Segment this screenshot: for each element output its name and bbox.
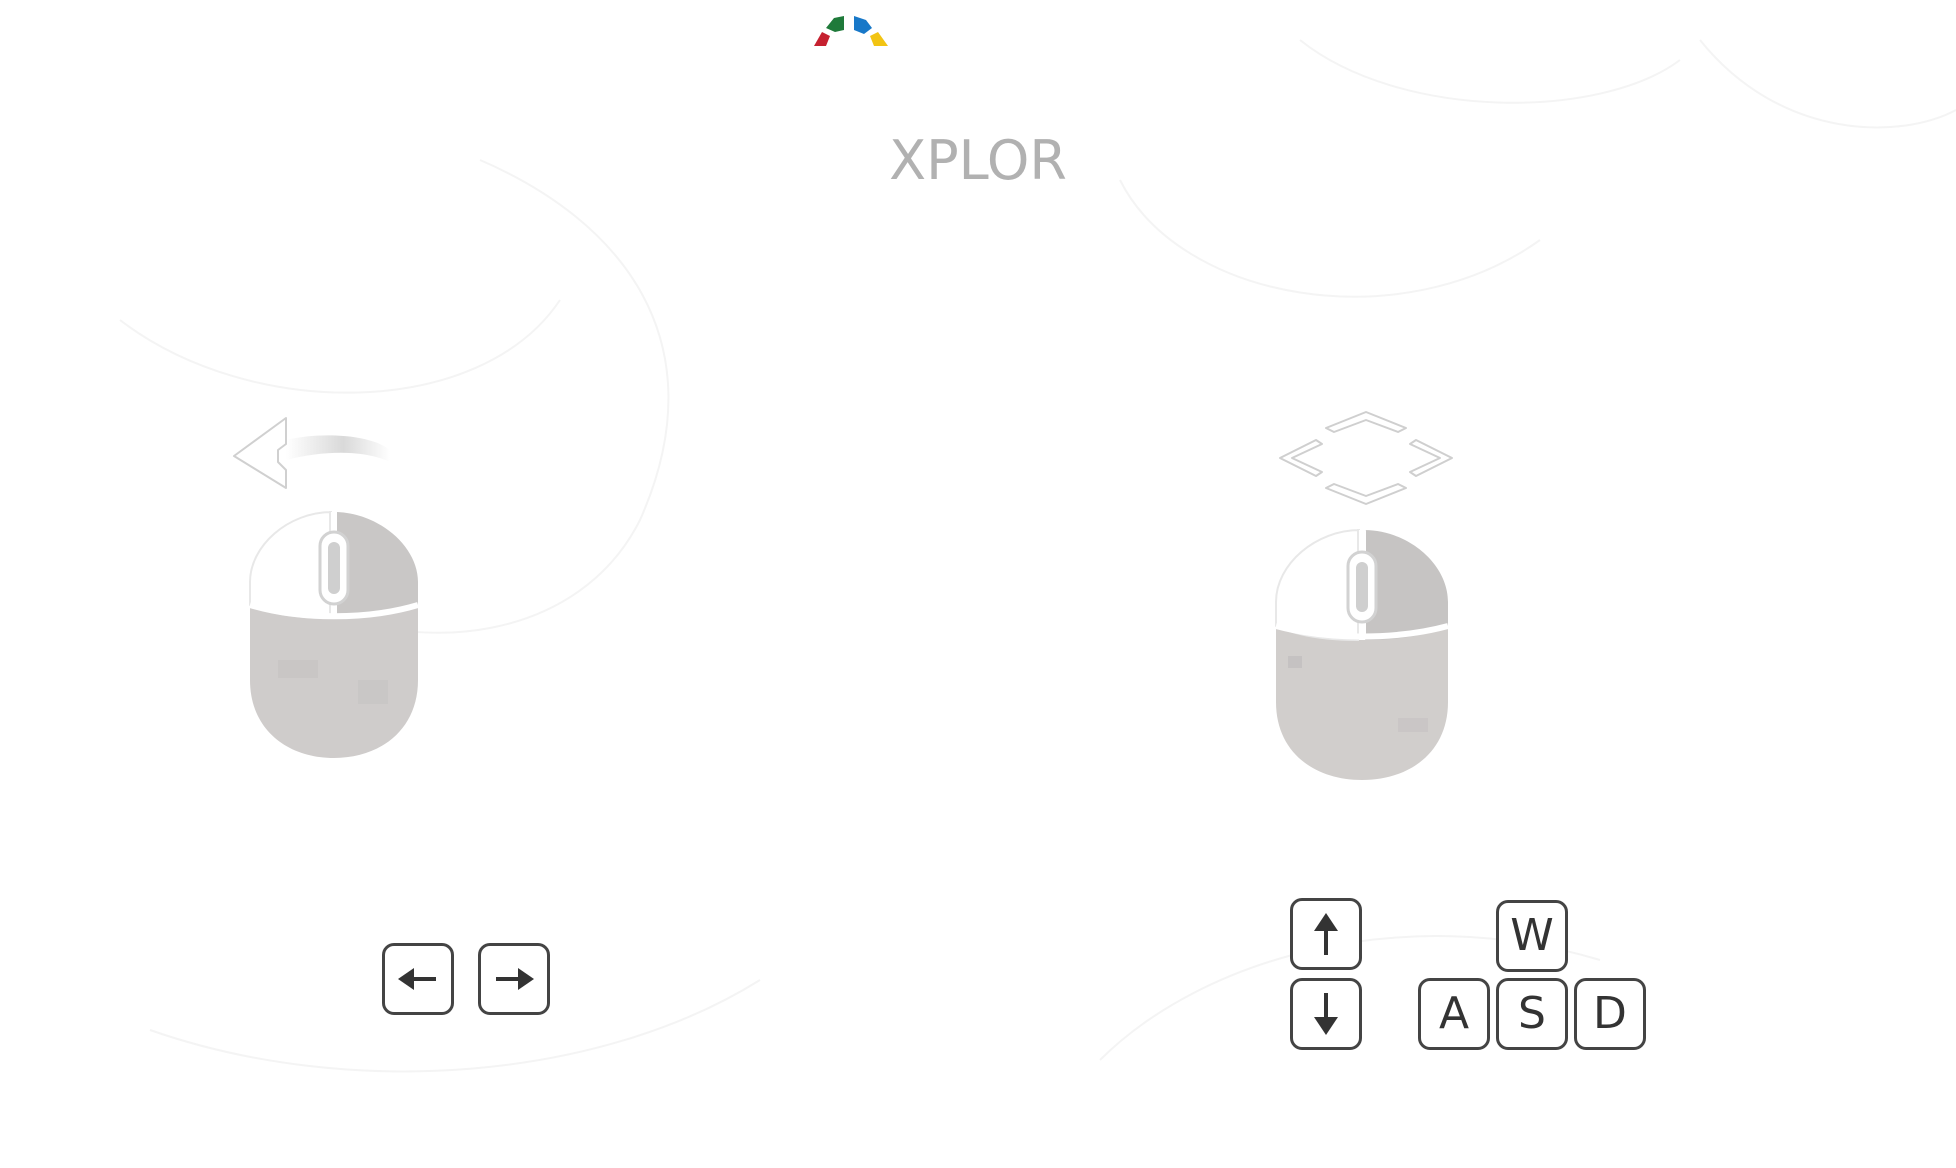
s-key-label: S [1518, 988, 1546, 1039]
rainbow-arc-logo-icon [814, 16, 888, 46]
arrow-down-icon [1314, 993, 1338, 1035]
mouse-right-drag-icon [1275, 529, 1449, 780]
arrow-left-icon [398, 968, 436, 990]
w-key[interactable]: W [1496, 900, 1568, 972]
move-directions-icon [1279, 411, 1453, 505]
arrow-right-key[interactable] [478, 943, 550, 1015]
d-key[interactable]: D [1574, 978, 1646, 1050]
arrow-right-icon [496, 968, 534, 990]
arrow-up-key[interactable] [1290, 898, 1362, 970]
arrow-down-key[interactable] [1290, 978, 1362, 1050]
arrow-left-key[interactable] [382, 943, 454, 1015]
mouse-left-drag-icon [249, 511, 419, 758]
arrow-up-icon [1314, 913, 1338, 955]
rotate-arrow-icon [233, 417, 390, 489]
w-key-label: W [1510, 910, 1554, 961]
a-key-label: A [1438, 988, 1470, 1039]
app-title: XPLOR [889, 129, 1067, 192]
s-key[interactable]: S [1496, 978, 1568, 1050]
d-key-label: D [1593, 988, 1627, 1039]
a-key[interactable]: A [1418, 978, 1490, 1050]
